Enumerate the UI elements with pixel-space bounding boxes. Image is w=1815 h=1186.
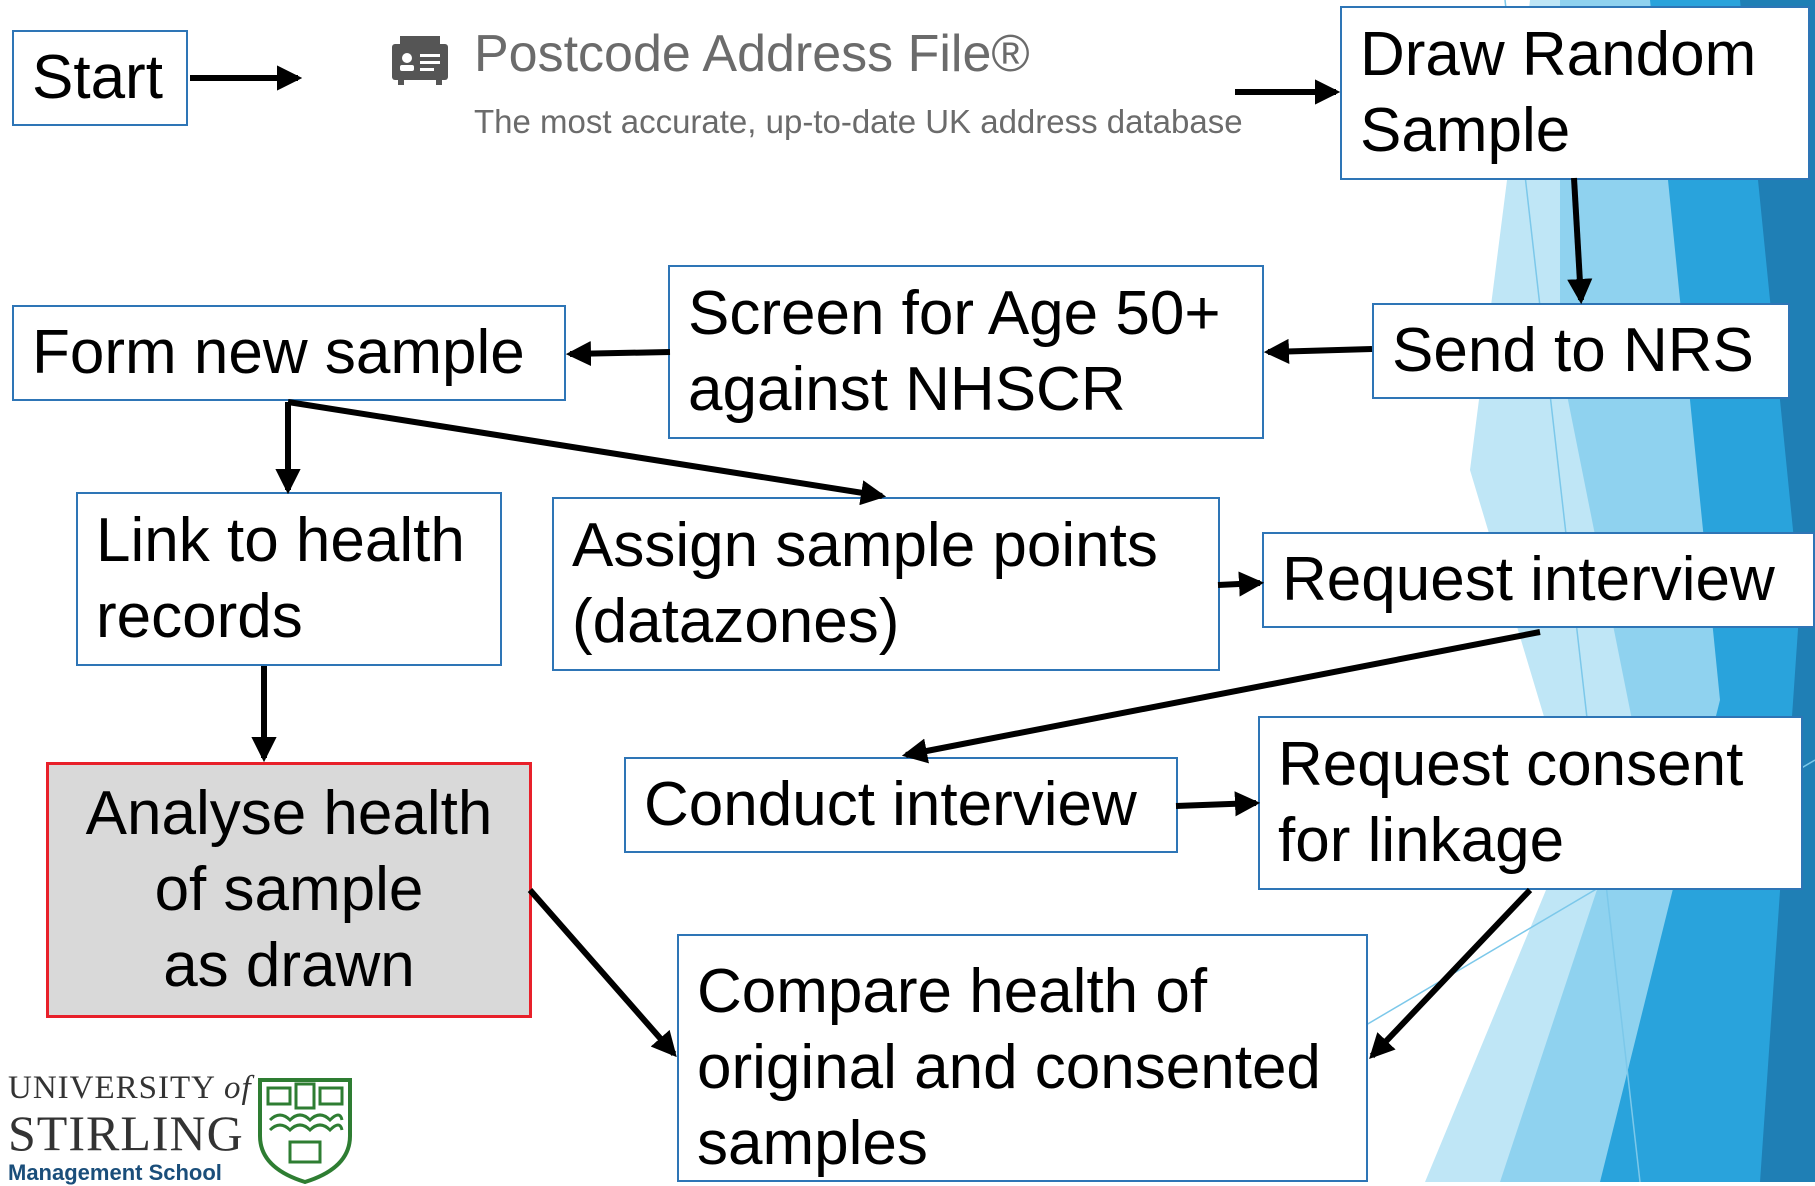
logo-university-text: UNIVERSITY of	[8, 1070, 252, 1106]
node-request-consent: Request consent for linkage	[1258, 716, 1803, 890]
node-send-to-nrs: Send to NRS	[1372, 303, 1790, 399]
paf-title: Postcode Address File®	[474, 25, 1030, 83]
node-request-interview: Request interview	[1262, 532, 1815, 628]
node-assign-sample-points: Assign sample points (datazones)	[552, 497, 1220, 671]
node-link-health-records: Link to health records	[76, 492, 502, 666]
contact-card-icon	[392, 36, 448, 85]
node-compare-health: Compare health of original and consented…	[677, 934, 1368, 1182]
node-draw-random-sample: Draw Random Sample	[1340, 6, 1810, 180]
node-screen-age: Screen for Age 50+ against NHSCR	[668, 265, 1264, 439]
paf-subtitle: The most accurate, up-to-date UK address…	[474, 103, 1243, 140]
logo-stirling-text: STIRLING	[8, 1105, 244, 1161]
logo-school-text: Management School	[8, 1160, 222, 1185]
university-logo: UNIVERSITY of STIRLING Management School	[8, 1070, 358, 1185]
node-start: Start	[12, 30, 188, 126]
node-analyse-health: Analyse health of sample as drawn	[46, 762, 532, 1018]
university-crest-icon	[258, 1078, 352, 1184]
node-conduct-interview: Conduct interview	[624, 757, 1178, 853]
node-form-new-sample: Form new sample	[12, 305, 566, 401]
